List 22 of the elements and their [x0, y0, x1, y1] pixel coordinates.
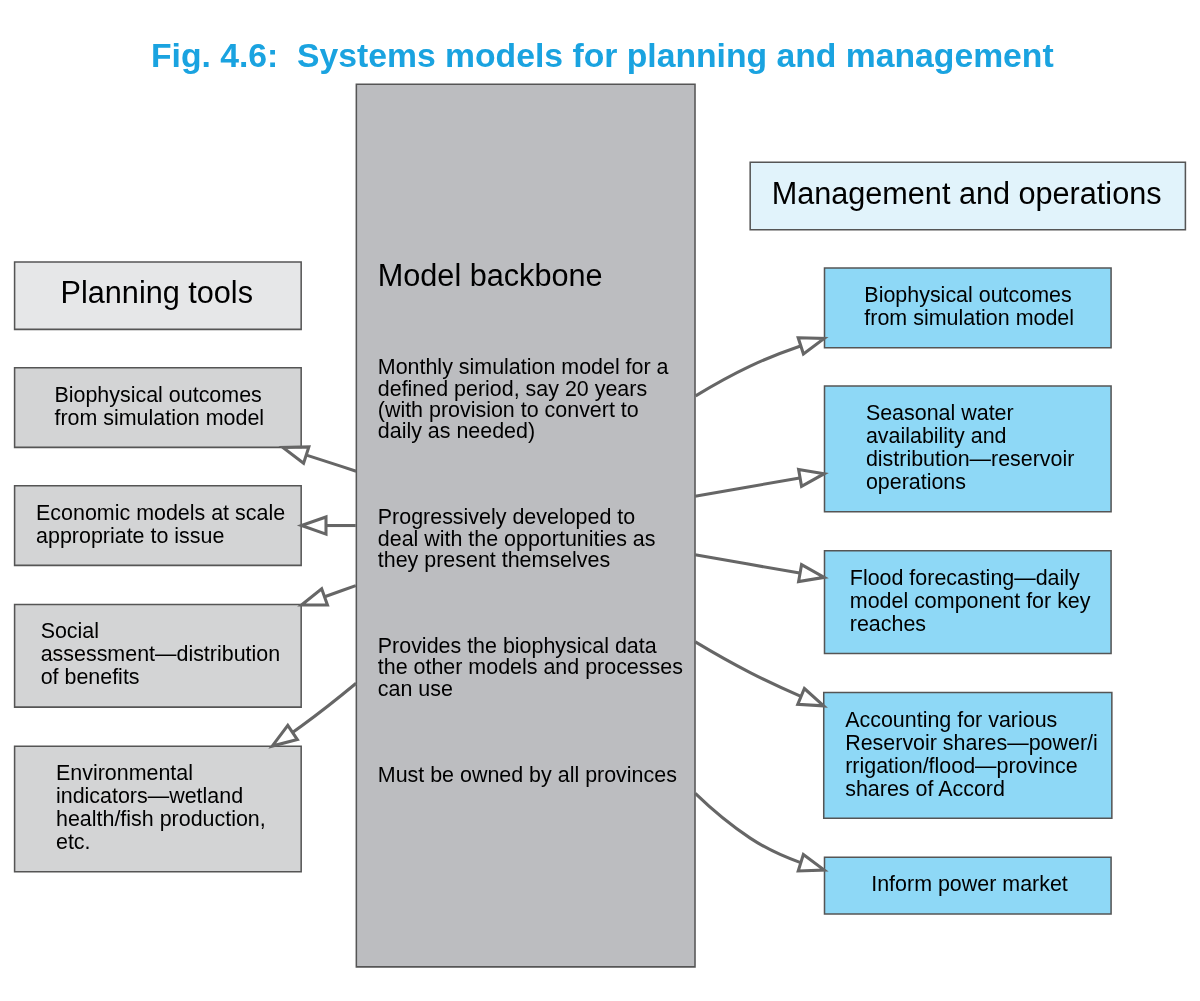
- node-box: Biophysical outcomes from simulation model: [823, 266, 1112, 348]
- diagram-title: Fig. 4.6: Systems models for planning and management: [150, 35, 1054, 74]
- node-box: Economic models at scale appropriate to issue: [13, 484, 302, 566]
- arrow: [278, 444, 357, 473]
- node-box: Planning tools: [13, 260, 302, 330]
- node-box: Environmental indicators—wetland health/fish production, etc.: [13, 744, 302, 873]
- arrow: [694, 791, 829, 872]
- arrow: [694, 552, 829, 583]
- arrow: [297, 583, 357, 607]
- arrow: [694, 640, 828, 708]
- node-box: Management and operations: [749, 161, 1187, 230]
- arrow: [694, 335, 829, 397]
- arrow: [268, 681, 358, 749]
- arrow: [694, 467, 829, 498]
- arrow: [296, 514, 356, 536]
- node-box: Biophysical outcomes from simulation model: [13, 366, 302, 448]
- node-box: Seasonal water availability and distribution—reservoir operations: [823, 384, 1112, 512]
- node-box: Flood forecasting—daily model component for key reaches: [823, 549, 1112, 654]
- node-box: Inform power market: [823, 856, 1112, 915]
- node-box: Accounting for various Reservoir shares—power/irrigation/flood—province shares of Accord: [822, 691, 1113, 819]
- node-box: Social assessment—distribution of benefits: [13, 603, 302, 708]
- node-box: Model backbone Monthly simulation model for a defined period, say 20 years (with provision to convert to daily as needed) Progressively developed to deal with the opportunities as they present themselves Provides the biophysical data the other models and processes can use Must be owned by all provinces: [355, 82, 696, 968]
